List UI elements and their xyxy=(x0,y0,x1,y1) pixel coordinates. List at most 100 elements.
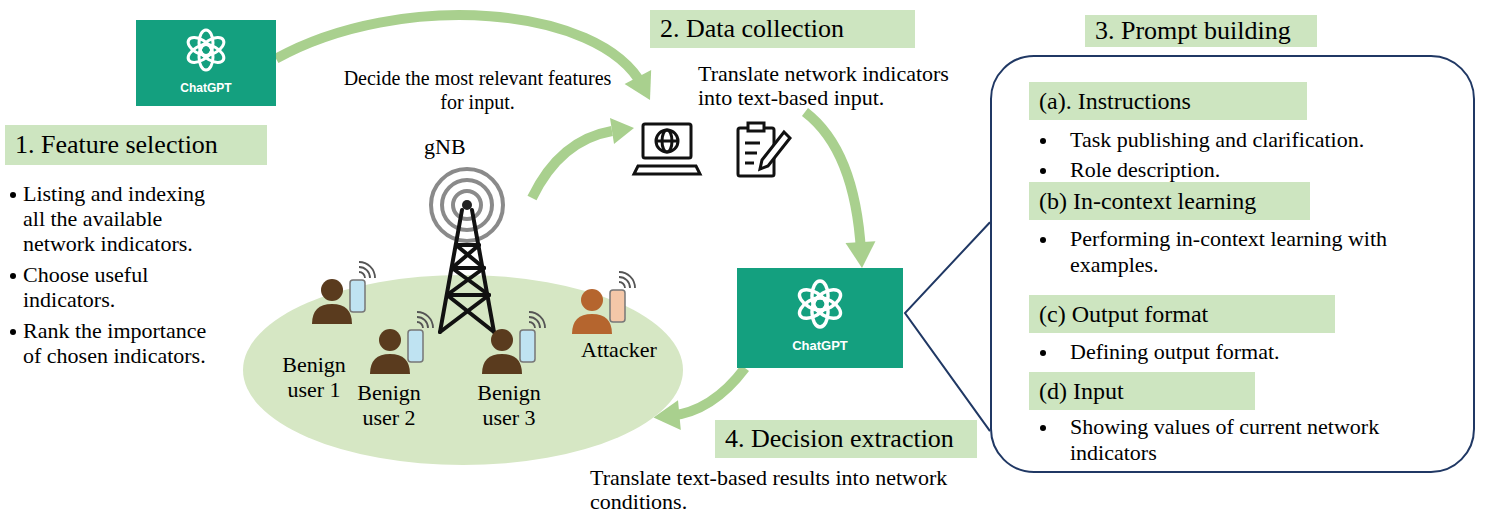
signal-arc xyxy=(417,317,428,328)
prompt-part: (a). InstructionsTask publishing and cla… xyxy=(1029,82,1410,184)
signal-arc xyxy=(417,322,423,328)
user-head xyxy=(321,279,343,301)
prompt-bubble: 3. Prompt building(a). InstructionsTask … xyxy=(990,55,1475,473)
bullet-item: Task publishing and clarification. xyxy=(1029,126,1410,154)
box-label: ChatGPT xyxy=(792,338,848,353)
prompt-part: (b) In-context learningPerforming in-con… xyxy=(1029,182,1405,278)
edge-label: Decide the most relevant features for in… xyxy=(344,67,612,113)
user-figure xyxy=(370,312,433,374)
bullet-dot xyxy=(1040,237,1046,243)
bullet-dot xyxy=(10,329,16,335)
connector xyxy=(905,222,990,431)
bullet-item: Performing in-context learning with exam… xyxy=(1029,226,1405,278)
user-head xyxy=(581,289,603,311)
text-slot: Benign user 2 xyxy=(356,380,422,430)
box-label: ChatGPT xyxy=(180,81,231,95)
station-label: gNB xyxy=(424,134,466,160)
stage-block: 2. Data collectionTranslate network indi… xyxy=(650,10,960,110)
bullet-item: Role description. xyxy=(1029,156,1410,184)
bullet-text: Listing and indexing all the available n… xyxy=(23,181,213,256)
chatgpt-box: ChatGPT xyxy=(136,20,276,106)
stage-heading: (c) Output format xyxy=(1029,295,1335,333)
user-body xyxy=(482,354,522,374)
network-area: Benign user 1Benign user 2 Benign user 3 A… xyxy=(243,275,683,465)
phone xyxy=(610,290,625,322)
bullet-text: Defining output format. xyxy=(1070,339,1410,365)
connector xyxy=(805,112,875,268)
phone xyxy=(408,330,423,362)
text-slot: Benign user 1 xyxy=(281,352,347,402)
prompt-part: (d) InputShowing values of current netwo… xyxy=(1029,372,1410,466)
bullet-text: Choose useful indicators. xyxy=(23,262,213,312)
user-figure xyxy=(312,262,375,324)
bullet-text: Role description. xyxy=(1070,156,1410,184)
signal-arc xyxy=(619,277,630,288)
chatgpt-logo xyxy=(796,281,844,327)
stage-heading: (b) In-context learning xyxy=(1029,182,1310,220)
user-head xyxy=(491,329,513,351)
bullet-text: Performing in-context learning with exam… xyxy=(1070,226,1405,278)
signal-arc xyxy=(529,322,535,328)
stage-description: Translate network indicators into text-b… xyxy=(698,62,960,110)
user-label: Attacker xyxy=(581,337,657,362)
text-slot: Decide the most relevant features for in… xyxy=(340,66,615,114)
chatgpt-box: ChatGPT xyxy=(737,268,903,368)
signal-arc xyxy=(359,262,375,278)
stage-heading: 1. Feature selection xyxy=(5,125,267,165)
phone xyxy=(520,330,535,362)
stage-heading: 2. Data collection xyxy=(650,10,915,48)
bullet-dot xyxy=(10,273,16,279)
bullet-text: Task publishing and clarification. xyxy=(1070,126,1410,154)
bullet-item: Choose useful indicators. xyxy=(5,262,267,312)
signal-arc xyxy=(359,272,365,278)
gnb-tower xyxy=(431,169,503,332)
bullet-item: Rank the importance of chosen indicators… xyxy=(5,318,267,368)
stage-heading: 3. Prompt building xyxy=(1085,15,1317,47)
phone xyxy=(350,280,365,312)
prompt-part: (c) Output formatDefining output format. xyxy=(1029,295,1410,365)
bullet-dot xyxy=(10,192,16,198)
user-label: Benign user 2 xyxy=(356,380,422,430)
signal-arc xyxy=(619,272,635,288)
bubble-tail xyxy=(905,222,990,431)
text-slot: Attacker xyxy=(581,337,657,362)
signal-arc xyxy=(529,317,540,328)
bullet-item: Listing and indexing all the available n… xyxy=(5,181,267,256)
text-slot: gNB xyxy=(424,134,466,160)
bullet-text: Showing values of current network indica… xyxy=(1070,414,1410,466)
user-figure xyxy=(572,272,635,334)
stage-block: 1. Feature selectionListing and indexing… xyxy=(5,125,267,368)
bullet-item: Defining output format. xyxy=(1029,339,1410,365)
bullet-dot xyxy=(1040,425,1046,431)
clipboard-icon xyxy=(738,123,790,176)
user-label: Benign user 1 xyxy=(281,352,347,402)
user-figure xyxy=(482,312,545,374)
signal-arc xyxy=(417,312,433,328)
bullet-dot xyxy=(1040,350,1046,356)
signal-arc xyxy=(359,267,370,278)
flow-arrow-head xyxy=(845,241,875,268)
stage-heading: (a). Instructions xyxy=(1029,82,1307,120)
stage-block: 4. Decision extractionTranslate text-bas… xyxy=(590,420,977,514)
user-label: Benign user 3 xyxy=(476,380,542,430)
bullet-text: Rank the importance of chosen indicators… xyxy=(23,318,213,368)
user-body xyxy=(370,354,410,374)
ellipse-fill xyxy=(243,275,683,465)
bullet-dot xyxy=(1040,168,1046,174)
flow-arrow-head xyxy=(625,70,652,100)
text-slot: Benign user 3 xyxy=(476,380,542,430)
user-body xyxy=(572,314,612,334)
stage-description: Translate text-based results into networ… xyxy=(590,466,962,514)
signal-arc xyxy=(529,312,545,328)
flow-arrow-line xyxy=(805,112,861,252)
tower-arrow xyxy=(532,118,634,198)
user-head xyxy=(379,329,401,351)
chatgpt-logo xyxy=(185,30,227,70)
stage-heading: 4. Decision extraction xyxy=(715,420,977,458)
laptop-icon xyxy=(634,124,700,174)
bullet-dot xyxy=(1040,138,1046,144)
signal-arc xyxy=(619,282,625,288)
user-body xyxy=(312,304,352,324)
bullet-item: Showing values of current network indica… xyxy=(1029,414,1410,466)
stage-heading: (d) Input xyxy=(1029,372,1255,410)
